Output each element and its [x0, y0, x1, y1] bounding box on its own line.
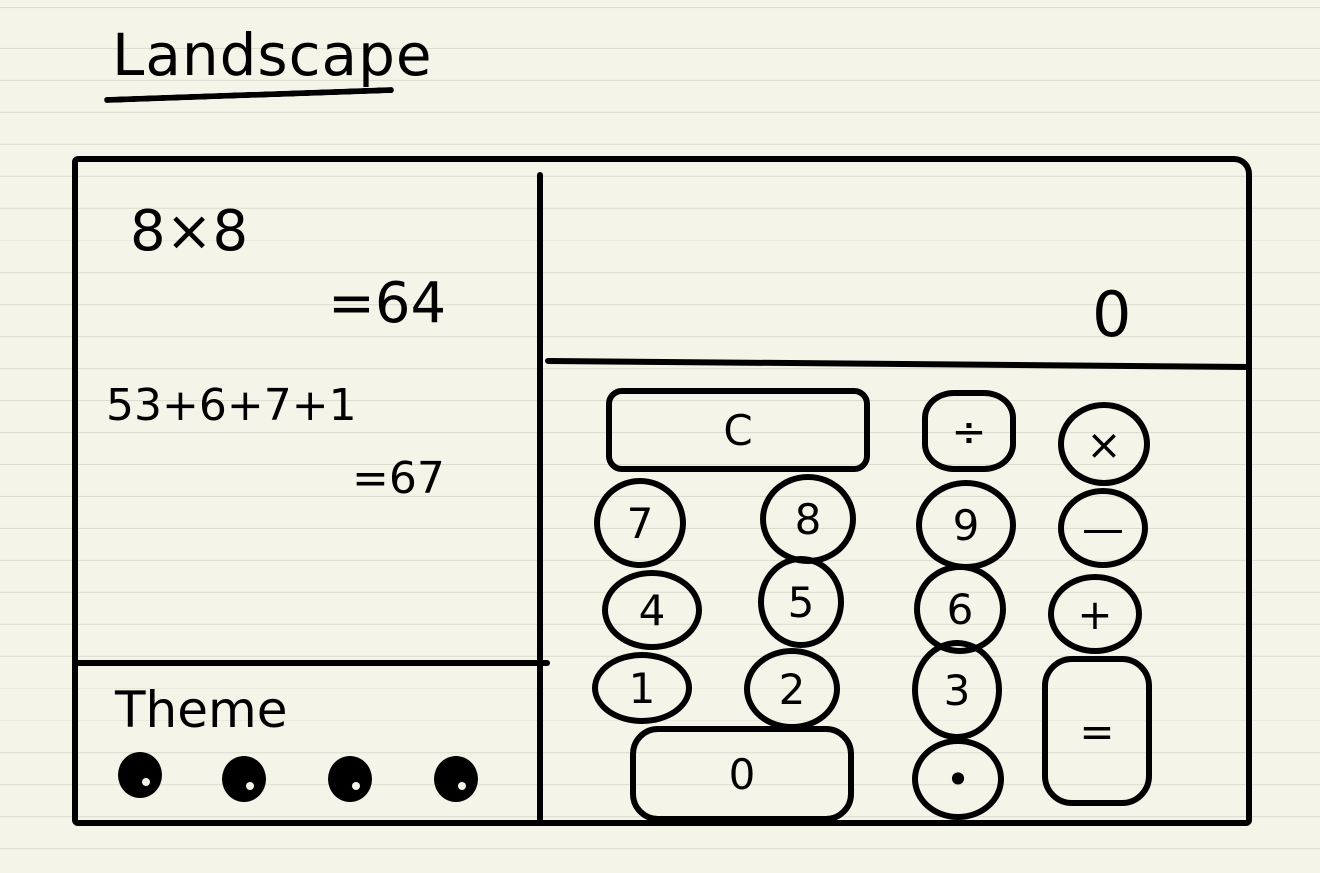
theme-option-1[interactable] — [118, 752, 162, 798]
equals-button[interactable]: = — [1042, 656, 1152, 806]
digit-5-button[interactable]: 5 — [758, 556, 844, 648]
calculator-frame — [72, 156, 1252, 826]
digit-0-button[interactable]: 0 — [630, 726, 854, 822]
decimal-button[interactable]: • — [912, 738, 1004, 820]
multiply-button[interactable]: × — [1058, 402, 1150, 486]
panel-divider — [537, 172, 543, 822]
history-result[interactable]: =64 — [328, 271, 447, 336]
theme-option-4[interactable] — [434, 756, 478, 802]
digit-6-button[interactable]: 6 — [914, 564, 1006, 654]
clear-button[interactable]: C — [606, 388, 870, 472]
subtract-button[interactable]: — — [1058, 488, 1148, 568]
display-value: 0 — [1092, 278, 1132, 351]
digit-8-button[interactable]: 8 — [760, 474, 856, 564]
divide-button[interactable]: ÷ — [922, 390, 1016, 472]
digit-9-button[interactable]: 9 — [916, 480, 1016, 570]
history-expression[interactable]: 53+6+7+1 — [106, 380, 357, 431]
history-result[interactable]: =67 — [352, 453, 445, 504]
digit-2-button[interactable]: 2 — [744, 648, 840, 730]
title-underline — [103, 86, 395, 104]
theme-label: Theme — [115, 681, 288, 739]
digit-7-button[interactable]: 7 — [594, 478, 686, 568]
digit-3-button[interactable]: 3 — [912, 640, 1002, 740]
digit-4-button[interactable]: 4 — [602, 570, 702, 650]
history-theme-divider — [72, 660, 550, 666]
theme-option-2[interactable] — [222, 756, 266, 802]
theme-option-3[interactable] — [328, 756, 372, 802]
page-title: Landscape — [112, 21, 433, 89]
history-expression[interactable]: 8×8 — [130, 199, 249, 264]
digit-1-button[interactable]: 1 — [592, 652, 692, 724]
add-button[interactable]: + — [1048, 574, 1142, 654]
